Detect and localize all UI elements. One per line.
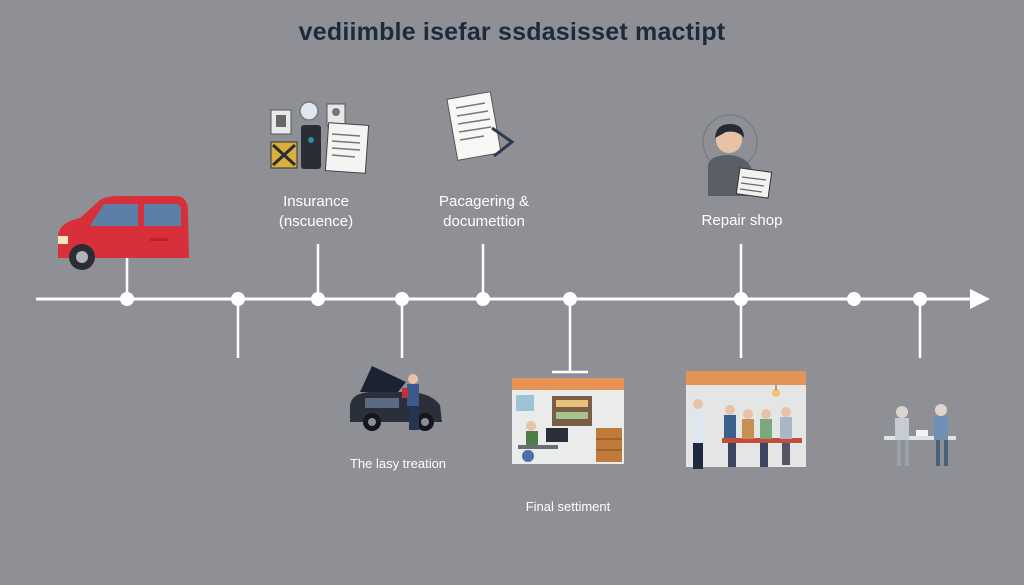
diagram-title: vediimble isefar ssdasisset mactipt [298, 18, 726, 46]
node-9 [913, 292, 927, 306]
node-7 [734, 292, 748, 306]
label-packaging-documentation: Pacagering & documettion [438, 193, 530, 230]
timeline-nodes [120, 292, 927, 306]
office-scene-icon [512, 378, 624, 464]
node-3 [311, 292, 325, 306]
agent-person-icon [702, 114, 773, 199]
meeting-scene-icon [686, 371, 806, 469]
node-8 [847, 292, 861, 306]
timeline-connectors [125, 244, 922, 374]
node-2 [231, 292, 245, 306]
consultation-scene-icon [884, 404, 956, 466]
label-insurance: Insurance (nscuence) [278, 193, 354, 230]
timeline-arrowhead [970, 289, 990, 309]
node-4 [395, 292, 409, 306]
label-lasy-treation: The lasy treation [349, 456, 447, 471]
node-6 [563, 292, 577, 306]
label-final-settlement: Final settiment [525, 499, 611, 514]
node-1 [120, 292, 134, 306]
node-5 [476, 292, 490, 306]
paper-document-icon [446, 91, 515, 161]
insurance-documents-icon [270, 101, 370, 174]
red-car-icon [58, 196, 189, 270]
mechanic-car-icon [350, 366, 442, 431]
label-repair-shop: Repair shop [701, 212, 783, 229]
